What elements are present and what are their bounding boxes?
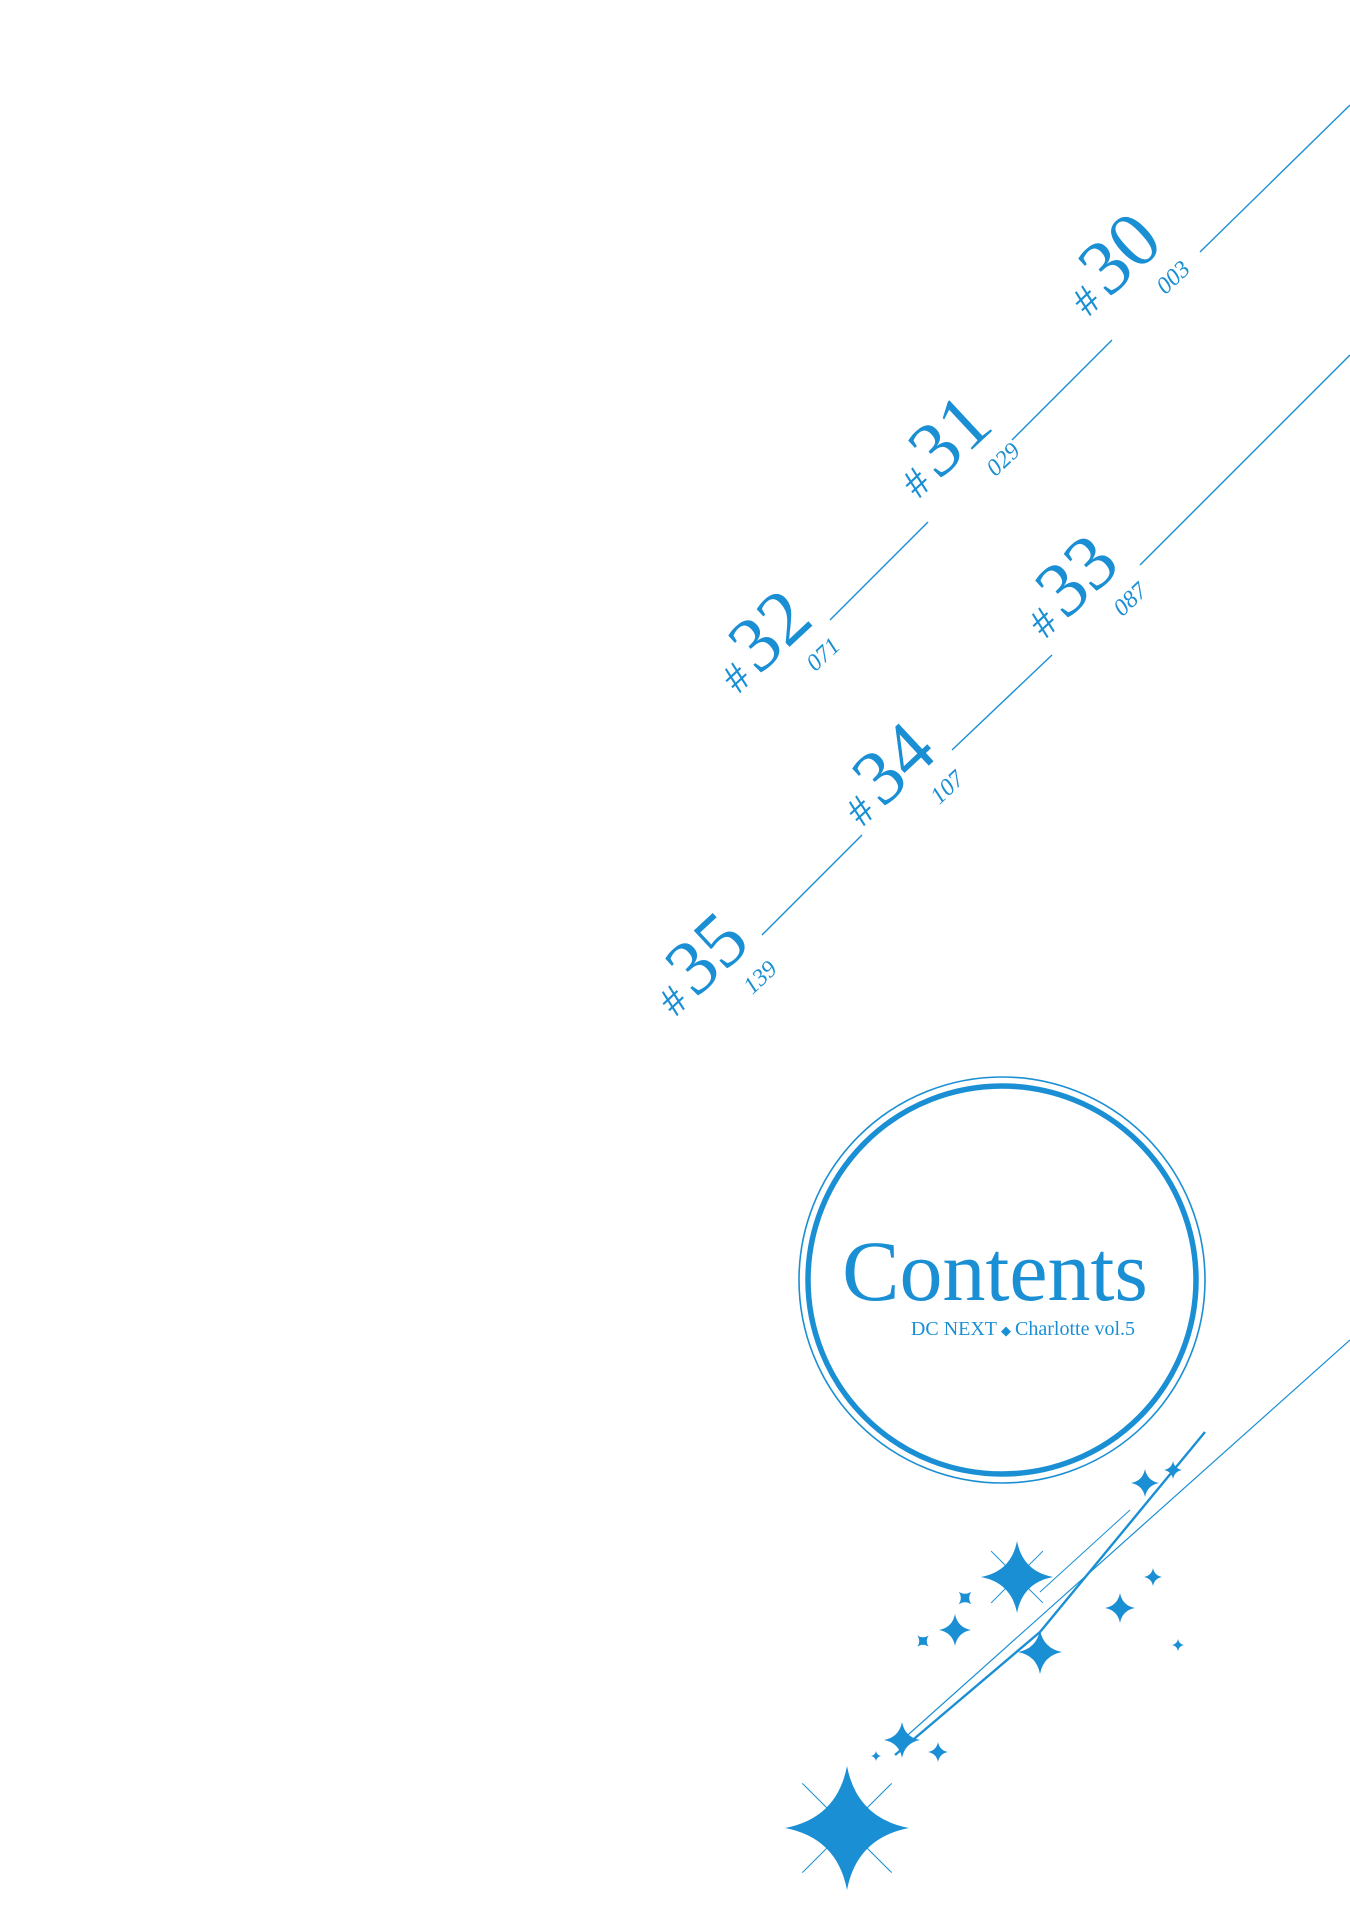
- four-point-star-icon: [1144, 1568, 1162, 1586]
- sparkle-ray: [990, 1550, 1044, 1604]
- upper-diagonal-line: [829, 104, 1350, 621]
- sparkle-group: [785, 1461, 1184, 1890]
- four-point-star-icon: [1018, 1630, 1062, 1674]
- chapter-entry-32[interactable]: # 32 071: [690, 570, 846, 726]
- four-point-star-icon: [917, 1635, 929, 1647]
- lower-diagonal-line: [761, 354, 1350, 936]
- four-point-star-icon: [1105, 1593, 1135, 1623]
- sparkle-ray: [802, 1783, 892, 1873]
- four-point-star-icon: [1172, 1639, 1184, 1651]
- contents-title: Contents: [842, 1223, 1148, 1319]
- subtitle-separator: ◆: [1001, 1323, 1011, 1338]
- four-point-star-icon: [1131, 1469, 1159, 1497]
- badge-inner-ring: [805, 1083, 1199, 1477]
- contents-subtitle: DC NEXT ◆ Charlotte vol.5: [911, 1318, 1135, 1340]
- four-point-star-icon: [1164, 1461, 1182, 1479]
- subtitle-series: DC NEXT: [911, 1318, 997, 1340]
- badge-outer-ring: [798, 1076, 1206, 1484]
- chapter-entry-33[interactable]: # 33 087: [997, 514, 1154, 670]
- four-point-star-icon: [939, 1614, 971, 1646]
- four-point-star-icon: [884, 1722, 920, 1758]
- four-point-star-icon: [958, 1591, 972, 1605]
- chapter-entry-30[interactable]: # 30 003: [1040, 193, 1196, 349]
- chapter-entry-31[interactable]: # 31 029: [870, 375, 1026, 531]
- contents-badge: Contents DC NEXT ◆ Charlotte vol.5: [798, 1076, 1206, 1484]
- four-point-star-icon: [928, 1742, 948, 1762]
- subtitle-volume: Charlotte vol.5: [1015, 1318, 1135, 1340]
- shooting-star-streaks: [894, 1339, 1350, 1756]
- chapter-entry-35[interactable]: # 35 139: [627, 893, 783, 1049]
- four-point-star-icon: [871, 1751, 881, 1761]
- chapter-entry-34[interactable]: # 34 107: [814, 702, 971, 858]
